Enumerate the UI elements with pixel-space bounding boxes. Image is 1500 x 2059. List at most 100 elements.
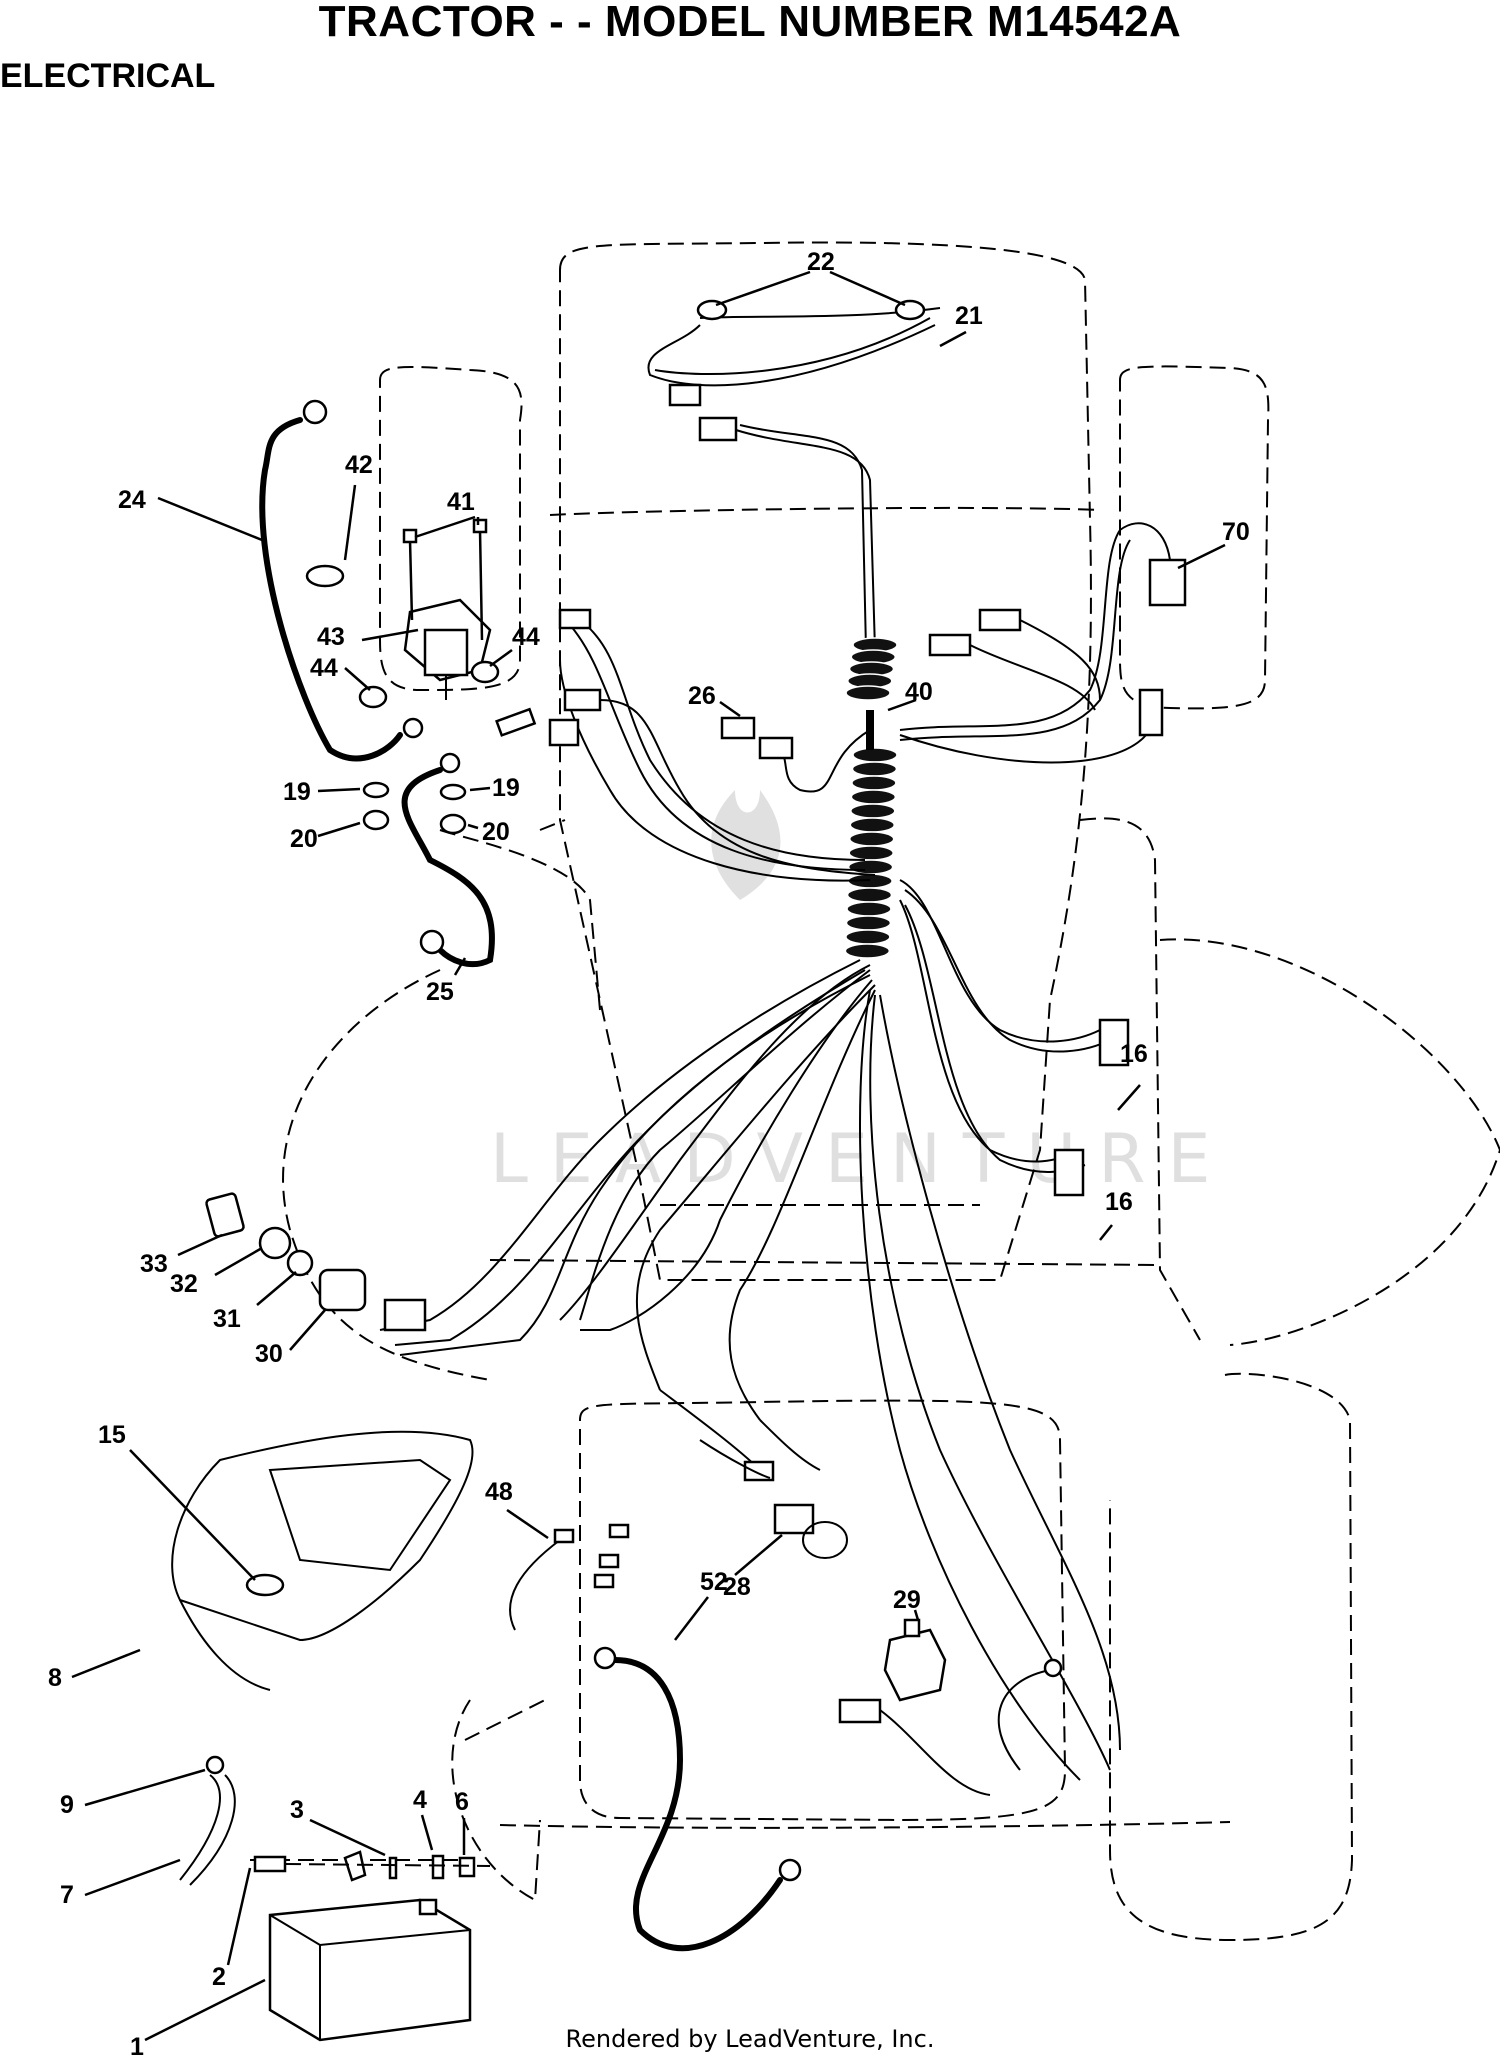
bolt-icon (472, 518, 488, 534)
callout-52: 52 (700, 1568, 728, 1596)
connector-icon (928, 633, 972, 657)
ring-terminal-icon (778, 1858, 802, 1882)
bulb-left-icon (696, 299, 728, 321)
callout-20a: 20 (290, 825, 318, 853)
nut-icon (470, 660, 500, 684)
connector-icon (563, 688, 602, 712)
loom-coil (846, 887, 893, 903)
key-icon (205, 1192, 245, 1238)
callout-24: 24 (118, 486, 146, 514)
connector-icon (553, 1528, 575, 1544)
footer-credit: Rendered by LeadVenture, Inc. (565, 2025, 935, 2053)
callout-9: 9 (60, 1791, 74, 1819)
clamp-icon (205, 1755, 225, 1775)
callout-8: 8 (48, 1664, 62, 1692)
callout-7: 7 (60, 1881, 74, 1909)
loom-coil (845, 929, 891, 945)
callout-40: 40 (905, 678, 933, 706)
bolt-icon (402, 528, 418, 544)
bulb-right-icon (894, 299, 926, 321)
connector-icon (608, 1523, 630, 1539)
loom-coil (844, 943, 891, 959)
bezel-icon (258, 1226, 292, 1260)
callout-26: 26 (688, 682, 716, 710)
callout-42: 42 (345, 451, 373, 479)
callout-48: 48 (485, 1478, 513, 1506)
headlight-harness (647, 299, 941, 651)
ring-terminal-icon (402, 717, 424, 739)
washer-icon (439, 783, 467, 801)
callout-3: 3 (290, 1796, 304, 1824)
connector-icon (593, 1573, 615, 1589)
loom-coil (850, 789, 897, 805)
ignition-switch-icon (318, 1268, 367, 1312)
nut-icon (439, 813, 467, 835)
watermark-text: LEADVENTURE (490, 1120, 1232, 1199)
chassis-outline (250, 241, 1500, 1942)
callout-16a: 16 (1120, 1040, 1148, 1068)
watermark: LEADVENTURE (490, 790, 1232, 1199)
loom-coil (848, 831, 895, 847)
callout-29: 29 (893, 1586, 921, 1614)
main-wiring-loom (844, 637, 898, 959)
leader-lines (71, 270, 1226, 2042)
callout-31: 31 (213, 1305, 241, 1333)
connector-icon (698, 416, 738, 442)
nut-icon (358, 685, 388, 709)
connector-icon (1138, 688, 1164, 737)
lower-components (509, 1503, 1063, 1952)
solenoid-assembly (259, 399, 537, 968)
loom-coil (847, 859, 894, 875)
ring-terminal-icon (439, 752, 461, 774)
callout-33: 33 (140, 1250, 168, 1278)
callout-43: 43 (317, 623, 345, 651)
ring-terminal-icon (302, 399, 328, 425)
page-title: TRACTOR - - MODEL NUMBER M14542A (318, 0, 1182, 46)
plunger-icon (903, 1618, 921, 1638)
callout-4: 4 (413, 1786, 427, 1814)
loom-coil (850, 803, 896, 819)
ring-terminal-icon (593, 1646, 617, 1670)
callout-19b: 19 (492, 774, 520, 802)
spacer-icon (388, 1856, 398, 1880)
section-title: ELECTRICAL (0, 57, 216, 95)
callout-21: 21 (955, 302, 983, 330)
loom-coil (848, 845, 894, 861)
loom-coil (851, 761, 898, 777)
callout-44a: 44 (310, 654, 338, 682)
nut-icon (362, 809, 390, 831)
battery-icon (268, 1898, 472, 2042)
fuse-holder-icon (773, 1503, 815, 1535)
callout-41: 41 (447, 488, 475, 516)
callout-19a: 19 (283, 778, 311, 806)
connector-icon (720, 716, 756, 740)
callout-20b: 20 (482, 818, 510, 846)
loom-coil (851, 775, 897, 791)
loom-coil (852, 747, 898, 763)
connector-icon (978, 608, 1022, 632)
callout-32: 32 (170, 1270, 198, 1298)
battery-area (171, 1430, 491, 2042)
ignition-assembly (205, 1192, 427, 1332)
connector-icon (838, 1698, 882, 1724)
loom-coil (849, 817, 896, 833)
connector-icon (743, 1460, 775, 1482)
callout-15: 15 (98, 1421, 126, 1449)
callout-28: 28 (723, 1573, 751, 1601)
nut-icon (286, 1249, 314, 1277)
callout-44b: 44 (512, 623, 540, 651)
ring-terminal-icon (1043, 1658, 1063, 1678)
nut-icon (458, 1856, 476, 1878)
mount-hole-icon (305, 564, 345, 588)
connector-icon (598, 1553, 620, 1569)
connector-icon (1053, 1148, 1085, 1197)
callout-1: 1 (130, 2033, 144, 2059)
callout-70: 70 (1222, 518, 1250, 546)
connector-icon (758, 736, 794, 760)
callout-22: 22 (807, 248, 835, 276)
callout-30: 30 (255, 1340, 283, 1368)
callouts: 1 2 3 4 6 7 8 9 15 16 16 19 19 20 20 21 … (48, 248, 1250, 2059)
connector-icon (383, 1298, 427, 1332)
loom-coil (845, 685, 891, 701)
